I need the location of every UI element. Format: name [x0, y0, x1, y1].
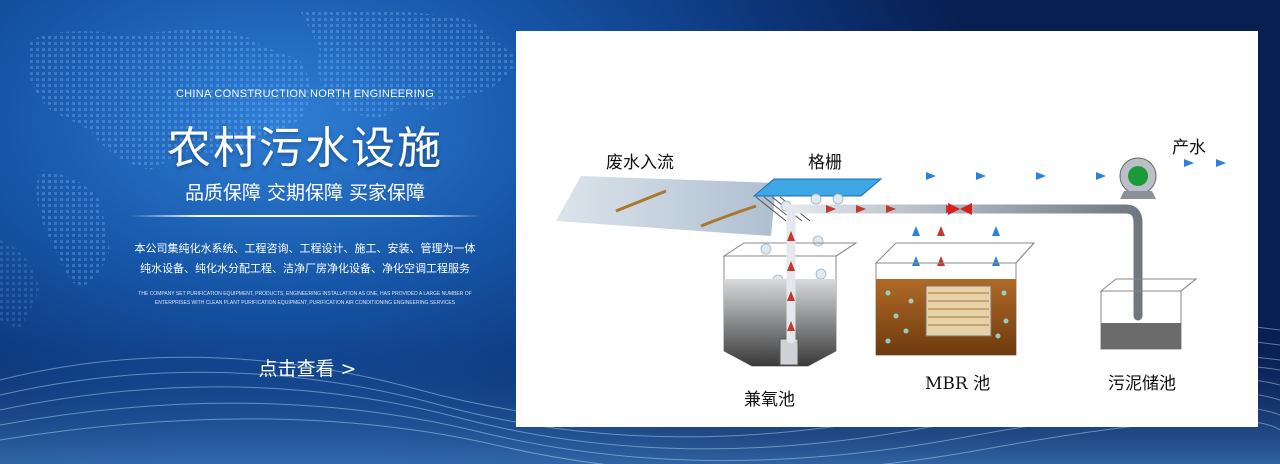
sludge-storage-tank [1099, 278, 1198, 350]
description-cn-line-1: 本公司集纯化水系统、工程咨询、工程设计、施工、安装、管理为一体 [134, 242, 476, 255]
wastewater-process-diagram [556, 157, 1246, 367]
description-cn-line-2: 纯水设备、纯化水分配工程、洁净厂房净化设备、净化空调工程服务 [140, 262, 470, 275]
divider [130, 215, 482, 217]
anoxic-tank [722, 242, 858, 367]
process-diagram-panel: 废水入流 格栅 产水 兼氧池 MBR 池 污泥储池 [516, 31, 1258, 427]
label-sludge-tank: 污泥储池 [1108, 374, 1176, 394]
flow-arrows-blue [912, 159, 1226, 266]
world-map-dots [0, 8, 520, 330]
inflow-channel [556, 176, 776, 236]
label-inflow: 废水入流 [606, 153, 674, 173]
tagline-en: CHINA CONSTRUCTION NORTH ENGINEERING [175, 88, 435, 100]
description-en-line-2: ENTERPRISES WITH CLEAN PLANT PURIFICATIO… [154, 300, 456, 306]
view-details-link[interactable]: 点击查看 > [258, 358, 357, 380]
label-product-water: 产水 [1172, 138, 1206, 158]
description-en-line-1: THE COMPANY SET PURIFICATION EQUIPMENT, … [138, 291, 472, 297]
label-screen: 格栅 [808, 153, 842, 173]
membrane-module [925, 285, 992, 337]
pump-icon [1119, 157, 1157, 199]
page-title: 农村污水设施 [167, 123, 443, 174]
valve [948, 203, 972, 215]
label-mbr-tank: MBR 池 [925, 374, 991, 394]
label-anoxic-tank: 兼氧池 [744, 390, 795, 410]
subtitle: 品质保障 交期保障 买家保障 [184, 182, 426, 204]
mbr-tank [874, 242, 1036, 356]
